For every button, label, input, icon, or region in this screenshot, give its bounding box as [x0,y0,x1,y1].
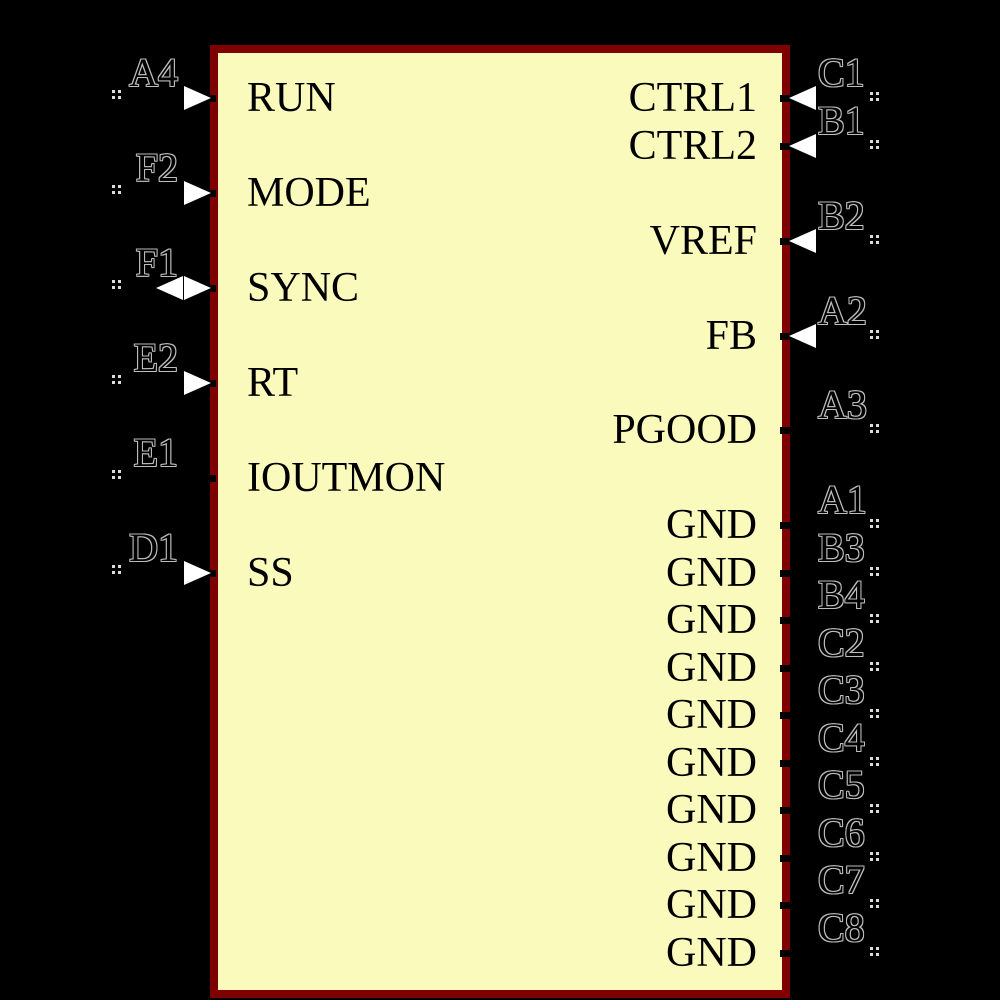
input-arrow-icon [789,86,816,110]
pin-endpoint-dots-icon [870,899,879,908]
pin-name: RUN [247,75,336,121]
pin-number: E2 [133,335,178,380]
pin-endpoint-dots-icon [870,330,879,339]
bidirectional-arrow-out-icon [156,276,183,300]
pin-stub [780,95,790,102]
pin-endpoint-dots-icon [870,804,879,813]
pin-stub [780,522,790,529]
input-arrow-icon [184,371,211,395]
pin-name: PGOOD [612,407,757,453]
pin-name: VREF [649,218,757,264]
input-arrow-icon [184,181,211,205]
pin-number: F2 [135,145,178,190]
pin-stub [780,143,790,150]
pin-endpoint-dots-icon [870,519,879,528]
input-arrow-icon [789,134,816,158]
pin-number: A3 [818,382,867,427]
pin-name: GND [666,597,757,643]
pin-stub [206,285,216,292]
pin-endpoint-dots-icon [870,947,879,956]
pin-stub [206,380,216,387]
pin-name: SYNC [247,265,360,311]
input-arrow-icon [789,324,816,348]
pin-name: CTRL1 [628,75,757,121]
pin-number: B1 [818,98,865,143]
pin-stub [780,617,790,624]
pin-stub [780,333,790,340]
pin-endpoint-dots-icon [112,470,121,479]
pin-stub [206,570,216,577]
pin-endpoint-dots-icon [112,90,121,99]
pin-stub [780,665,790,672]
pin-name: IOUTMON [247,455,446,501]
pin-number: C5 [818,762,865,807]
pin-number: C7 [818,857,865,902]
pin-endpoint-dots-icon [112,375,121,384]
pin-name: CTRL2 [628,123,757,169]
pin-endpoint-dots-icon [870,757,879,766]
pin-name: RT [247,360,299,406]
pin-name: GND [666,882,757,928]
pin-name: MODE [247,170,371,216]
pin-number: C8 [818,905,865,950]
pin-endpoint-dots-icon [112,185,121,194]
pin-endpoint-dots-icon [870,852,879,861]
pin-stub [206,95,216,102]
pin-endpoint-dots-icon [870,92,879,101]
pin-stub [780,712,790,719]
pin-endpoint-dots-icon [112,280,121,289]
pin-number: E1 [133,430,178,475]
pin-endpoint-dots-icon [870,235,879,244]
pin-name: GND [666,502,757,548]
pin-number: C4 [818,715,865,760]
pin-name: FB [705,313,757,359]
pin-stub [780,570,790,577]
pin-number: A2 [818,288,867,333]
pin-name: SS [247,550,294,596]
symbol-body [210,45,790,998]
pin-name: GND [666,835,757,881]
bidirectional-arrow-in-icon [184,276,211,300]
pin-stub [780,855,790,862]
input-arrow-icon [184,86,211,110]
pin-endpoint-dots-icon [870,662,879,671]
pin-number: C6 [818,810,865,855]
pin-name: GND [666,787,757,833]
pin-stub [780,427,790,434]
input-arrow-icon [184,561,211,585]
pin-number: C3 [818,667,865,712]
pin-name: GND [666,692,757,738]
pin-stub [780,238,790,245]
pin-number: A1 [818,477,867,522]
pin-number: B3 [818,525,865,570]
pin-name: GND [666,550,757,596]
pin-stub [780,950,790,957]
pin-endpoint-dots-icon [870,424,879,433]
pin-number: A4 [129,50,178,95]
pin-number: C2 [818,620,865,665]
pin-stub [780,902,790,909]
pin-number: B4 [818,572,865,617]
pin-endpoint-dots-icon [870,709,879,718]
pin-endpoint-dots-icon [870,140,879,149]
pin-endpoint-dots-icon [870,567,879,576]
pin-endpoint-dots-icon [112,565,121,574]
pin-number: B2 [818,193,865,238]
pin-number: C1 [818,50,865,95]
pin-stub [206,190,216,197]
pin-stub [206,475,216,482]
pin-name: GND [666,930,757,976]
pin-name: GND [666,740,757,786]
pin-name: GND [666,645,757,691]
pin-number: D1 [129,525,178,570]
pin-endpoint-dots-icon [870,614,879,623]
pin-stub [780,760,790,767]
pin-stub [780,807,790,814]
input-arrow-icon [789,229,816,253]
